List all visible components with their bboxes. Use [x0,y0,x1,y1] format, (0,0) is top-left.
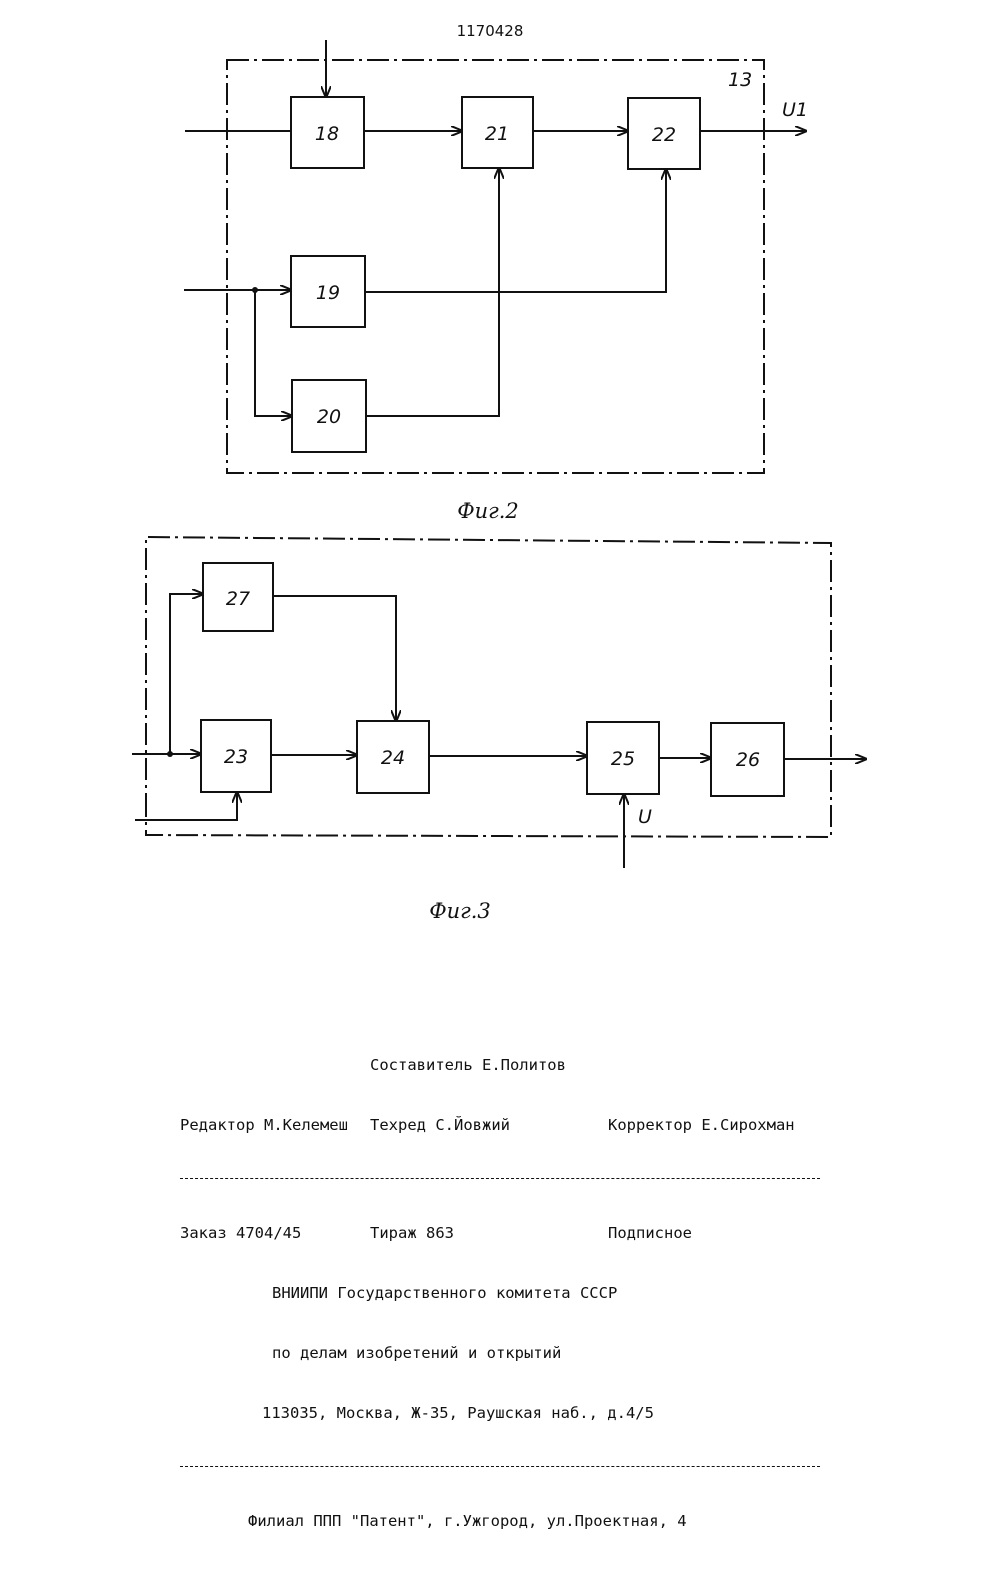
imprint-staff-row: Редактор М.Келемеш Техред С.Йовжий Корре… [180,1115,820,1135]
wire-second-input-23 [135,792,237,820]
subscription: Подписное [608,1223,692,1243]
fig3-caption: Фиг.3 [429,899,491,923]
figure-2-diagram: 13 18 21 22 19 20 U1 Фиг.2 [184,40,808,523]
block-24-label: 24 [381,747,405,769]
org-line-2: по делам изобретений и открытий [272,1343,561,1363]
techred: Техред С.Йовжий [370,1115,510,1135]
wire-branch-20 [255,290,292,416]
figures-canvas: 1170428 13 18 21 22 19 20 U1 Фиг.2 27 [0,0,1000,1000]
fig2-frame-label: 13 [728,69,752,91]
branch: Филиал ППП "Патент", г.Ужгород, ул.Проек… [248,1511,687,1531]
block-23-label: 23 [224,746,248,768]
block-21-label: 21 [485,123,509,145]
imprint-block: Составитель Е.Политов Редактор М.Келемеш… [180,1015,820,1551]
compiler: Составитель Е.Политов [370,1055,566,1075]
divider [180,1466,820,1467]
block-20-label: 20 [317,406,341,428]
input-u-label: U [638,806,652,828]
figure-3-diagram: 27 23 24 25 26 U Фиг.3 [132,537,866,923]
block-25-label: 25 [611,748,635,770]
order-number: Заказ 4704/45 [180,1223,301,1243]
imprint-address-row: 113035, Москва, Ж-35, Раушская наб., д.4… [180,1403,820,1423]
block-27-label: 27 [226,588,250,610]
imprint-order-row: Заказ 4704/45 Тираж 863 Подписное [180,1223,820,1243]
block-18-label: 18 [315,123,339,145]
editor: Редактор М.Келемеш [180,1115,348,1135]
imprint-org-row-2: по делам изобретений и открытий [180,1343,820,1363]
imprint-compiler-row: Составитель Е.Политов [180,1055,820,1075]
imprint-org-row-1: ВНИИПИ Государственного комитета СССР [180,1283,820,1303]
fig2-caption: Фиг.2 [457,499,519,523]
block-19-label: 19 [316,282,340,304]
circulation: Тираж 863 [370,1223,454,1243]
output-u1-label: U1 [782,99,808,121]
corrector: Корректор Е.Сирохман [608,1115,795,1135]
imprint-branch-row: Филиал ППП "Патент", г.Ужгород, ул.Проек… [180,1511,820,1531]
patent-number: 1170428 [457,22,524,40]
org-line-1: ВНИИПИ Государственного комитета СССР [272,1283,617,1303]
divider [180,1178,820,1179]
block-26-label: 26 [736,749,760,771]
address: 113035, Москва, Ж-35, Раушская наб., д.4… [262,1403,654,1423]
wire-27-24 [273,596,396,721]
wire-branch-27 [170,594,203,754]
block-22-label: 22 [652,124,676,146]
wire-19-22 [365,169,666,292]
